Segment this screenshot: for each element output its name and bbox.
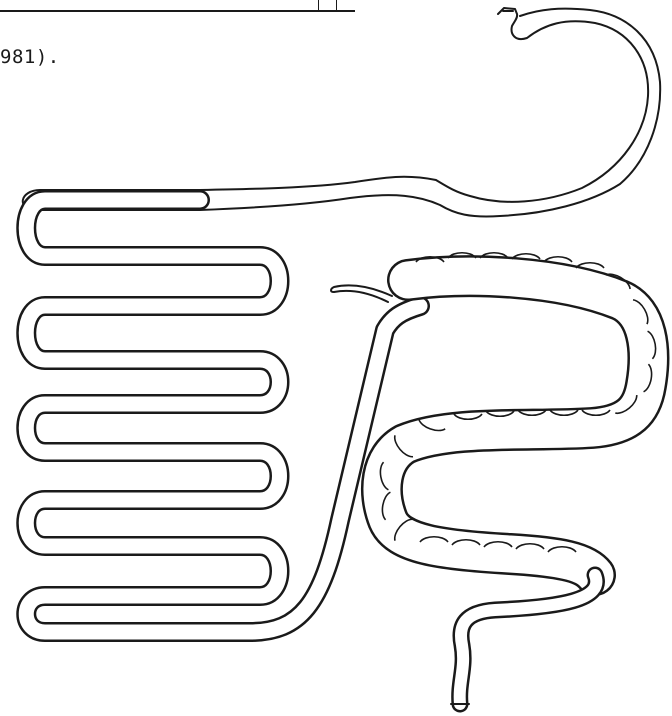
small-intestine bbox=[26, 200, 420, 632]
appendix bbox=[331, 285, 392, 302]
stomach-outline bbox=[23, 8, 660, 217]
large-intestine bbox=[382, 276, 648, 575]
rectum bbox=[451, 575, 596, 704]
